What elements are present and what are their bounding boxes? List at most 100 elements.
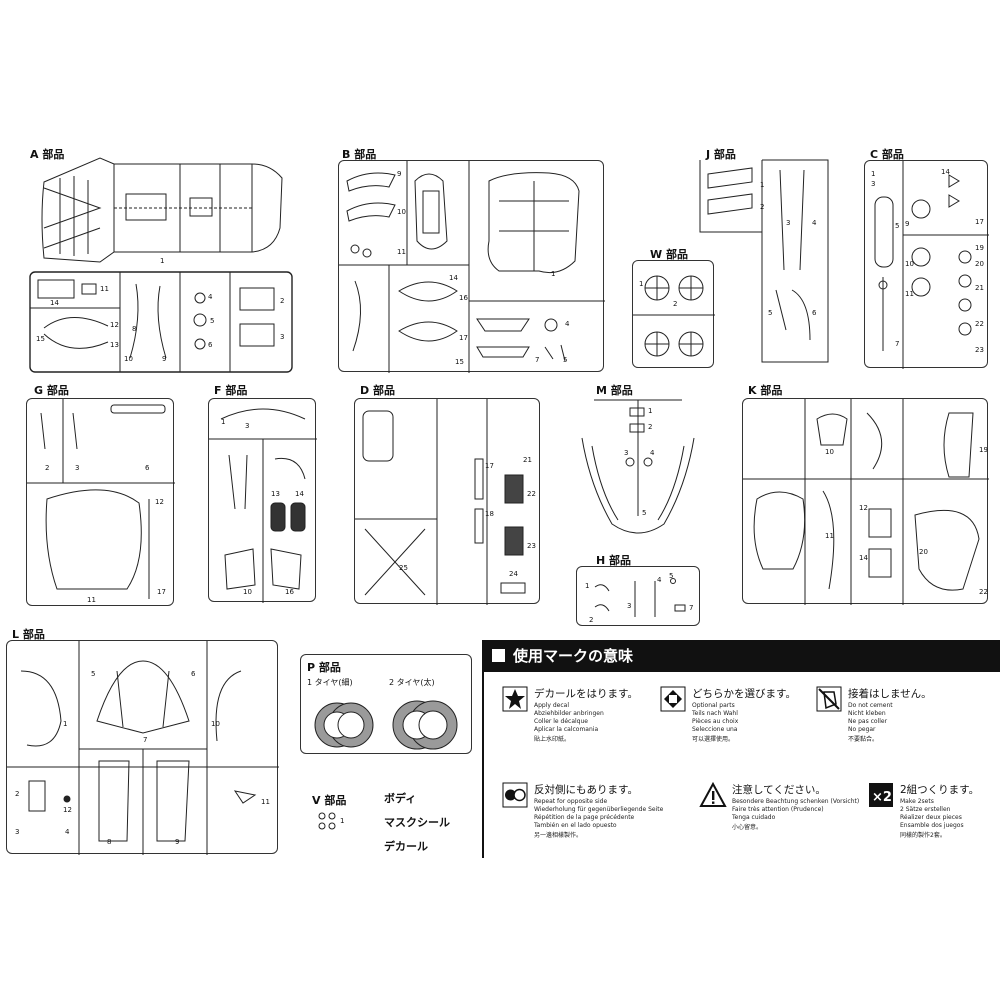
mark-line: Ensamble dos juegos — [900, 822, 964, 829]
part-number: 17 — [459, 334, 468, 342]
part-number: 7 — [895, 340, 900, 348]
part-number: 11 — [87, 596, 96, 604]
part-number: 23 — [975, 346, 984, 354]
part-number: 15 — [455, 358, 464, 366]
tire-drawing — [314, 700, 458, 750]
part-number: 4 — [650, 449, 655, 457]
part-number: 19 — [975, 244, 984, 252]
part-number: 8 — [107, 838, 112, 846]
part-number: 5 — [642, 509, 647, 517]
mark-line: También en el lado opuesto — [534, 822, 617, 829]
part-number: 5 — [669, 572, 674, 580]
part-number: 3 — [624, 449, 629, 457]
tree-g-drawing — [27, 399, 175, 599]
part-number: 3 — [15, 828, 20, 836]
mark-line: Apply decal — [534, 702, 569, 709]
mark-line: 另一邊相樣製作。 — [534, 832, 583, 839]
part-number: 17 — [157, 588, 166, 596]
part-number: 22 — [979, 588, 988, 596]
part-number: 11 — [905, 290, 914, 298]
body-part-label: ボディ — [384, 792, 417, 805]
part-number: 15 — [36, 335, 45, 343]
decal-label: デカール — [384, 840, 428, 853]
opposite-side-icon — [502, 782, 528, 808]
parts-tree-p: P 部品 1 タイヤ(細) 2 タイヤ(太) — [300, 654, 472, 754]
part-number: 21 — [523, 456, 532, 464]
part-number: 4 — [65, 828, 70, 836]
part-number: 1 — [639, 280, 644, 288]
part-number: 5 — [895, 222, 900, 230]
part-number: 22 — [527, 490, 536, 498]
part-number: 14 — [50, 299, 59, 307]
part-number: 7 — [689, 604, 694, 612]
part-number: 9 — [905, 220, 910, 228]
parts-tree-d: 25 21 22 23 24 17 18 — [354, 398, 540, 605]
part-number: 12 — [63, 806, 72, 814]
part-number: 2 — [15, 790, 20, 798]
part-number: 6 — [191, 670, 196, 678]
part-number: 12 — [859, 504, 868, 512]
tree-label-l: L 部品 — [12, 628, 45, 641]
tree-c-drawing — [874, 161, 989, 369]
part-number: 13 — [271, 490, 280, 498]
part-number: 2 — [45, 464, 50, 472]
part-number: 3 — [280, 333, 285, 341]
tree-label-a: A 部品 — [30, 148, 65, 161]
tree-label-k: K 部品 — [748, 384, 783, 397]
mark-line: Pièces au choix — [692, 718, 739, 725]
tree-label-f: F 部品 — [214, 384, 248, 397]
tree-d-drawing — [355, 399, 526, 605]
mark-line: Coller le décalque — [534, 718, 588, 725]
mark-line: 2 Sätze erstellen — [900, 806, 951, 813]
mark-line: Make 2sets — [900, 798, 934, 805]
part-number: 2 — [648, 423, 653, 431]
part-number: 10 — [211, 720, 220, 728]
part-v1: 1 — [316, 810, 344, 834]
parts-tree-j: 1 2 3 4 5 6 — [699, 159, 830, 363]
caution-icon — [699, 781, 727, 807]
parts-tree-w: 1 2 — [632, 260, 715, 368]
part-number: 17 — [975, 218, 984, 226]
part-number: 1 — [340, 817, 345, 825]
part-number: 7 — [143, 736, 148, 744]
v-part-drawing — [318, 812, 336, 830]
part-number: 17 — [485, 462, 494, 470]
part-number: 16 — [285, 588, 294, 596]
part-number: 7 — [535, 356, 540, 364]
part-number: 11 — [397, 248, 406, 256]
parts-tree-h: 1 2 3 4 5 7 — [576, 566, 700, 626]
part-number: 10 — [397, 208, 406, 216]
part-number: 10 — [825, 448, 834, 456]
part-number: 10 — [905, 260, 914, 268]
part-number: 4 — [565, 320, 570, 328]
mark-title: 接着はしません。 — [848, 688, 932, 700]
tree-label-w: W 部品 — [650, 248, 688, 261]
tree-label-j: J 部品 — [706, 148, 736, 161]
mark-line: 可以選擇使用。 — [692, 736, 735, 743]
part-number: 24 — [509, 570, 518, 578]
part-number: 22 — [975, 320, 984, 328]
part-number: 19 — [979, 446, 988, 454]
mark-line: 不要黏合。 — [848, 736, 879, 743]
part-number: 4 — [208, 293, 213, 301]
part-number: 2 — [673, 300, 678, 308]
mark-line: Faire très attention (Prudence) — [732, 806, 824, 813]
mark-line: Répétition de la page précédente — [534, 814, 635, 821]
parts-tree-g: 2 3 6 11 12 17 — [26, 398, 175, 606]
part-number: 20 — [975, 260, 984, 268]
part-number: 12 — [155, 498, 164, 506]
part-number: 10 — [243, 588, 252, 596]
mark-line: Ne pas coller — [848, 718, 888, 725]
tree-label-b: B 部品 — [342, 148, 377, 161]
parts-tree-b: 1 9 10 11 14 16 17 15 7 5 4 — [338, 160, 605, 373]
parts-tree-m: 1 2 3 4 5 — [576, 396, 700, 546]
part-number: 1 — [160, 257, 165, 265]
part-number: 4 — [812, 219, 817, 227]
part-number: 11 — [100, 285, 109, 293]
part-number: 18 — [485, 510, 494, 518]
mark-title: どちらかを選びます。 — [692, 688, 796, 700]
square-bullet-icon — [492, 649, 505, 662]
part-number: 21 — [975, 284, 984, 292]
parts-tree-a: 1 2 3 4 5 6 8 9 10 11 12 13 14 15 — [29, 157, 293, 373]
tree-k-drawing — [743, 399, 989, 605]
